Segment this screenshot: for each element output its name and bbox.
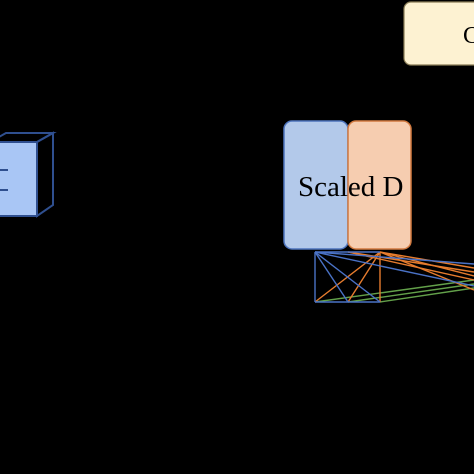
top-right-box-shape [403,1,474,66]
connection-lines [314,251,474,303]
input-tensor-cube [0,131,57,218]
blue-line-3 [314,251,349,303]
scaled-attention-block: Scaled D [283,120,412,250]
green-line-3 [379,287,474,303]
blue-line-6 [314,251,474,287]
orange-panel [347,120,412,250]
orange-line-4 [347,251,474,273]
green-line-2 [347,283,474,303]
attention-block-label: Scaled D [298,171,404,203]
orange-line-6 [347,251,381,303]
green-line-1 [314,279,474,303]
blue-line-5 [314,251,474,265]
cube-front-face [0,141,38,217]
cube-side-face [36,131,54,218]
top-right-box: C [403,1,474,66]
top-right-box-label: C [463,23,474,49]
blue-line-4 [314,251,381,303]
